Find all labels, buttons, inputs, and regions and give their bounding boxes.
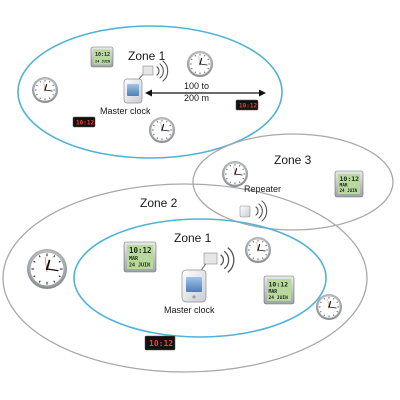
master-clock-inner-label: Master clock <box>164 305 215 315</box>
wall-clock-icon <box>187 51 213 77</box>
master-clock-top-label: Master clock <box>100 106 151 116</box>
lcd-month: MAR <box>129 256 139 262</box>
led-time: 10:12 <box>239 103 257 110</box>
wall-clock-icon <box>27 249 67 289</box>
antenna-icon <box>138 65 154 80</box>
lcd-time: 10:12 <box>129 246 152 255</box>
radio-waves-icon <box>220 247 235 273</box>
lcd-month: MAR <box>269 289 278 295</box>
led-clock-top-right: 10:12 <box>235 99 259 111</box>
wall-clock-icon <box>245 237 271 263</box>
lcd-date: 24 JUIN <box>129 263 150 269</box>
zone-2-label: Zone 2 <box>140 196 178 210</box>
repeater-label: Repeater <box>244 184 281 194</box>
lcd-date: 24 JUIN <box>269 295 289 301</box>
zone-2-boundary <box>2 183 368 373</box>
top-zone-1-label: Zone 1 <box>128 49 166 63</box>
zone-3-label: Zone 3 <box>274 153 312 167</box>
lcd-clock-top: 10:12 24 JUIN <box>90 46 114 68</box>
repeater-device <box>239 205 251 218</box>
radio-waves-icon <box>156 60 169 82</box>
led-time: 10:12 <box>149 339 173 348</box>
lcd-date: 24 JUIN <box>340 188 358 193</box>
lcd-clock-inner-left: 10:12 MAR 24 JUIN <box>123 241 157 273</box>
wall-clock-icon <box>316 294 342 320</box>
radio-waves-icon <box>255 200 268 222</box>
wall-clock-icon <box>149 117 175 143</box>
led-time: 10:12 <box>76 120 94 127</box>
lcd-time: 10:12 <box>269 281 289 289</box>
lcd-clock-zone-3: 10:12 MAR 24 JUIN <box>334 170 364 198</box>
lcd-month: MAR <box>340 183 348 189</box>
master-clock-inner <box>181 247 235 303</box>
distance-arrow <box>145 89 266 97</box>
inner-zone-1-boundary <box>73 218 327 338</box>
lcd-clock-inner-right: 10:12 MAR 24 JUIN <box>263 275 295 305</box>
master-clock-top <box>123 60 169 104</box>
wall-clock-icon <box>32 77 58 103</box>
top-zone-1-boundary <box>17 25 283 159</box>
distance-label-line-2: 200 m <box>184 93 209 103</box>
lcd-time: 10:12 <box>340 175 360 183</box>
lcd-time: 10:12 <box>95 52 110 58</box>
antenna-icon <box>199 252 218 273</box>
distance-label-line-1: 100 to <box>184 81 209 91</box>
led-clock-zone-2: 10:12 <box>144 335 176 351</box>
zone-3-boundary <box>192 133 394 231</box>
inner-zone-1-label: Zone 1 <box>174 231 212 245</box>
lcd-date: 24 JUIN <box>95 60 110 64</box>
led-clock-top-left: 10:12 <box>72 116 96 128</box>
